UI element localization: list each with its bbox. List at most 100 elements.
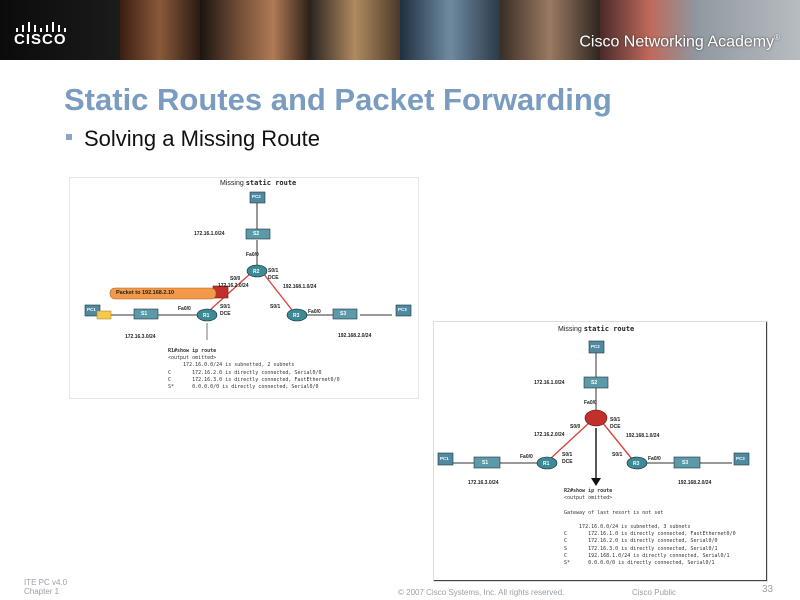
f2-dce-r2-label: DCE [610, 424, 621, 430]
r1-cli-line: S* 0.0.0.0/0 is directly connected, Seri… [168, 384, 319, 391]
r1-router-icon [536, 456, 558, 470]
f1-net-bl-label: 172.16.3.0/24 [125, 334, 156, 340]
f2-s1-label: S1 [482, 460, 489, 466]
banner-photo-3 [310, 0, 400, 60]
f1-r1-label: R1 [203, 313, 210, 319]
f2-fa00-r3-label: Fa0/0 [648, 456, 661, 462]
r2-cli-line: S* 0.0.0.0/0 is directly connected, Seri… [564, 560, 715, 567]
cisco-logo: CISCO [12, 12, 76, 48]
f1-net-right-label: 192.168.1.0/24 [283, 284, 317, 290]
cisco-logo-text: CISCO [14, 31, 67, 48]
f1-s01-r1-label: S0/1 [220, 304, 231, 310]
banner-photo-6 [600, 0, 700, 60]
s3-switch-icon [332, 308, 358, 320]
r2-cli-line: C 172.16.2.0 is directly connected, Seri… [564, 538, 718, 545]
f2-net-left-label: 172.16.2.0/24 [534, 432, 565, 438]
banner-photo-1 [120, 0, 200, 60]
f1-s00-r2-label: S0/0 [230, 276, 241, 282]
r2-cli-line: Gateway of last resort is not set [564, 509, 664, 516]
f1-s3-label: S3 [340, 311, 347, 317]
r2-router-icon [246, 264, 268, 278]
footer-course: ITE PC v4.0 Chapter 1 [24, 578, 67, 596]
f2-fa00-r1-label: Fa0/0 [520, 454, 533, 460]
r2-cli-line: C 192.168.1.0/24 is directly connected, … [564, 552, 730, 559]
f1-pc3-label: PC3 [398, 307, 407, 312]
bullet-item: Solving a Missing Route [66, 126, 320, 152]
packet-envelope-icon [96, 310, 112, 320]
bullet-square-icon [66, 134, 72, 141]
r2-cli-line: S 172.16.3.0 is directly connected, Seri… [564, 545, 718, 552]
f2-pc2-label: PC2 [591, 344, 600, 349]
f2-s01-r2-label: S0/1 [610, 417, 621, 423]
r1-cli-line: 172.16.0.0/24 is subnetted, 2 subnets [168, 362, 295, 369]
f2-net-br-label: 192.168.2.0/24 [678, 480, 712, 486]
f2-s2-label: S2 [591, 380, 598, 386]
figure1-devices [84, 191, 412, 322]
r1-cli-line: C 172.16.2.0 is directly connected, Seri… [168, 369, 322, 376]
r2-cli-line [564, 502, 736, 509]
figure1-links [110, 202, 392, 340]
footer-copyright: © 2007 Cisco Systems, Inc. All rights re… [398, 588, 565, 597]
r2-router-failed-icon [584, 409, 608, 427]
packet-label-bubble [109, 287, 217, 300]
figure-r1-routing: Missing static route [70, 178, 418, 398]
f2-pc3-label: PC3 [736, 456, 745, 461]
banner-photo-2 [200, 0, 310, 60]
packet-label: Packet to 192.168.2.10 [116, 290, 175, 296]
figure1-title-prefix: Missing [220, 180, 246, 187]
r3-router-icon [626, 456, 648, 470]
figure2-topology-diagram [437, 340, 750, 486]
f2-s3-label: S3 [682, 460, 689, 466]
pc3-icon [733, 452, 750, 466]
figure1-topology-diagram [84, 191, 412, 340]
figure2-links [452, 353, 732, 486]
pc1-icon [84, 304, 101, 317]
page-number: 33 [762, 584, 774, 595]
f2-r3-label: R3 [633, 461, 640, 467]
header-banner: CISCO Cisco Networking Academy® [0, 0, 800, 60]
figure2-title: Missing static route [558, 325, 634, 333]
footer-classification: Cisco Public [632, 588, 677, 597]
r2-show-ip-route-output: R2#show ip route<output omitted> Gateway… [564, 488, 736, 567]
r2-cli-line: R2#show ip route [564, 488, 613, 494]
s2-switch-icon [583, 376, 609, 389]
r1-cli-line: C 172.16.3.0 is directly connected, Fast… [168, 376, 340, 383]
r2-cli-line: C 172.16.1.0 is directly connected, Fast… [564, 531, 736, 538]
r1-router-icon [196, 308, 218, 322]
r2-cli-line [564, 517, 736, 524]
f2-s00-r2-label: S0/0 [570, 424, 581, 430]
f2-s01-r3-label: S0/1 [612, 452, 623, 458]
f1-pc1-label: PC1 [87, 307, 96, 312]
f1-fa00-r3-label: Fa0/0 [308, 309, 321, 315]
figure2-title-prefix: Missing [558, 326, 584, 333]
s2-switch-icon [245, 228, 271, 240]
f1-s01-r2-label: S0/1 [268, 268, 279, 274]
f1-net-br-label: 192.168.2.0/24 [338, 333, 372, 339]
r1-cli-line: <output omitted> [168, 355, 217, 362]
figure2-devices [437, 340, 750, 470]
f2-pc1-label: PC1 [440, 456, 449, 461]
figure2-title-mono: static route [583, 325, 635, 333]
f2-fa00-top-label: Fa0/0 [584, 400, 597, 406]
f2-r1-label: R1 [543, 461, 550, 467]
f1-dce-r2-label: DCE [268, 275, 279, 281]
pc1-icon [437, 452, 454, 466]
academy-title: Cisco Networking Academy® [579, 33, 780, 51]
f2-dce-r1-label: DCE [562, 459, 573, 465]
f1-dce-r1-label: DCE [220, 311, 231, 317]
s3-switch-icon [673, 456, 701, 469]
figure1-title-mono: static route [245, 179, 297, 187]
f1-fa00-r1-label: Fa0/0 [178, 306, 191, 312]
banner-photo-4 [400, 0, 500, 60]
banner-photo-5 [500, 0, 600, 60]
footer-course-line1: ITE PC v4.0 [24, 578, 68, 587]
f2-net-top-label: 172.16.1.0/24 [534, 380, 565, 386]
r3-router-icon [286, 308, 308, 322]
footer-course-line2: Chapter 1 [24, 587, 60, 596]
r2-cli-line: 172.16.0.0/24 is subnetted, 3 subnets [564, 524, 691, 531]
figure-r2-routing: Missing static route PC2 172.16. [434, 322, 767, 581]
slide-title: Static Routes and Packet Forwarding [64, 82, 612, 117]
f2-s01-r1-label: S0/1 [562, 452, 573, 458]
s1-switch-icon [133, 308, 159, 320]
f2-net-bl-label: 172.16.3.0/24 [468, 480, 499, 486]
